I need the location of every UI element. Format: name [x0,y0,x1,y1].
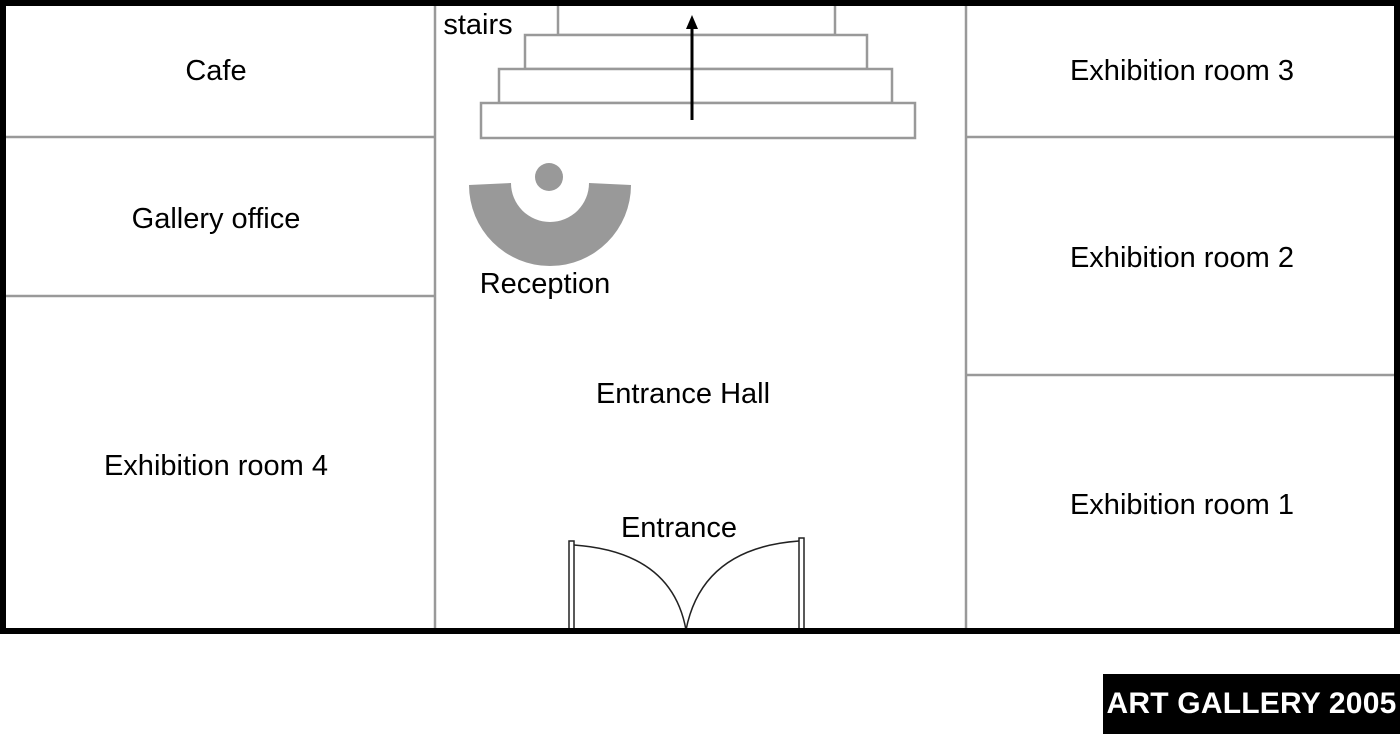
entrance-hall-label: Entrance Hall [596,378,770,410]
arrow-up-icon [686,15,698,120]
building-outline [0,0,1400,634]
title-badge: ART GALLERY 2005 [1103,674,1400,734]
room-label-exhibition-room-4: Exhibition room 4 [104,450,328,482]
reception-desk-icon [469,163,631,266]
room-label-gallery-office: Gallery office [132,203,301,235]
room-label-exhibition-room-1: Exhibition room 1 [1070,489,1294,521]
reception-label: Reception [480,268,611,300]
floor-plan: Cafe Gallery office Exhibition room 4 Ex… [0,0,1400,634]
stairs-label: stairs [443,9,512,41]
room-label-exhibition-room-2: Exhibition room 2 [1070,242,1294,274]
stairs-icon [479,0,917,140]
room-label-exhibition-room-3: Exhibition room 3 [1070,55,1294,87]
interior-walls [3,3,1397,632]
double-door-icon [568,537,805,634]
entrance-label: Entrance [621,512,737,544]
room-label-cafe: Cafe [185,55,246,87]
